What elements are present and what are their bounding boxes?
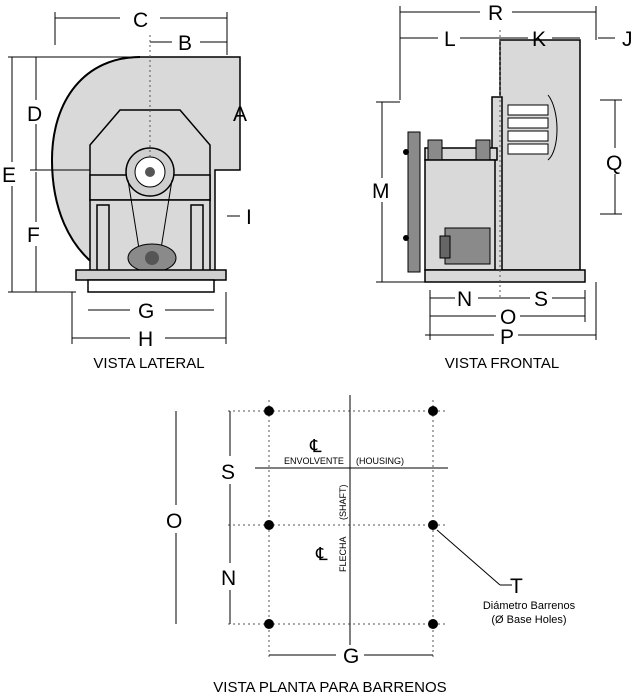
dim-label-h: H: [138, 328, 153, 351]
side-dimensions: C B A E D F I G: [2, 9, 252, 351]
dim-label-i: I: [246, 206, 252, 229]
dim-label-k: K: [532, 28, 546, 51]
inlet-curve: [547, 94, 558, 161]
outlet-louvers: [507, 104, 549, 155]
side-base-rail: [75, 269, 227, 281]
base-hole: [264, 520, 274, 530]
housing-cl-label: ENVOLVENTE: [284, 456, 344, 466]
plan-dimensions: O S N G T Diámetro Barrenos (Ø Base Hole…: [166, 411, 576, 668]
base-hole: [428, 520, 438, 530]
front-base: [424, 269, 586, 283]
front-motor: [444, 227, 491, 265]
base-hole: [264, 619, 274, 629]
front-dimensions: R L K J M Q N S O: [372, 2, 633, 349]
base-hole: [264, 406, 274, 416]
base-hole: [428, 619, 438, 629]
dim-label-g-side: G: [138, 300, 154, 323]
hole-note-es: Diámetro Barrenos: [483, 600, 576, 612]
dim-label-n-plan: N: [221, 567, 236, 590]
frame-leg-right: [190, 204, 204, 274]
dim-label-j: J: [622, 28, 633, 51]
dim-label-l: L: [444, 28, 456, 51]
shaft-cl-label: FLECHA: [338, 536, 348, 572]
dim-label-o-front: O: [500, 306, 516, 329]
dim-label-t: T: [510, 575, 523, 598]
dim-label-d: D: [27, 103, 42, 126]
dim-label-p: P: [500, 326, 514, 349]
front-housing: [499, 39, 581, 271]
side-base-skid: [87, 279, 215, 293]
dim-label-a: A: [233, 103, 247, 126]
motor-pulley: [145, 251, 159, 265]
dim-label-s-plan: S: [221, 461, 235, 484]
housing-cl-symbol: ℄: [309, 436, 322, 456]
side-view: C B A E D F I G: [2, 9, 252, 372]
caption-vista-frontal: VISTA FRONTAL: [445, 355, 559, 372]
dim-label-e: E: [2, 164, 16, 187]
housing-scroll-outline: [50, 56, 141, 266]
dim-label-b: B: [178, 32, 192, 55]
dim-label-m: M: [372, 180, 390, 203]
bearing-right: [475, 139, 491, 163]
dim-label-o-plan: O: [166, 510, 182, 533]
front-view: R L K J M Q N S O: [372, 2, 633, 372]
base-hole: [428, 406, 438, 416]
dim-label-c: C: [133, 9, 148, 32]
dim-label-q: Q: [606, 152, 622, 175]
base-holes: [264, 406, 438, 629]
shaft-cl-label-en: (SHAFT): [338, 485, 348, 521]
dim-label-g-plan: G: [343, 645, 359, 668]
housing-cl-label-en: (HOUSING): [356, 456, 404, 466]
caption-vista-planta: VISTA PLANTA PARA BARRENOS: [213, 679, 446, 696]
dim-label-r: R: [488, 2, 503, 25]
dim-label-f: F: [27, 224, 40, 247]
caption-vista-lateral: VISTA LATERAL: [93, 355, 204, 372]
dim-label-n-front: N: [457, 288, 472, 311]
frame-leg-left: [96, 204, 110, 274]
drive-belt: [127, 179, 173, 256]
plan-view: ℄ ENVOLVENTE (HOUSING) ℄ FLECHA (SHAFT) …: [166, 395, 576, 696]
belt-pulley-stack: [407, 131, 421, 273]
hole-note-en: (Ø Base Holes): [491, 614, 566, 626]
bearing-left: [427, 139, 443, 163]
leader-t: [436, 529, 501, 586]
dim-label-s-front: S: [534, 288, 548, 311]
shaft-cl-symbol: ℄: [315, 544, 328, 564]
pulley-shaft: [145, 167, 155, 177]
